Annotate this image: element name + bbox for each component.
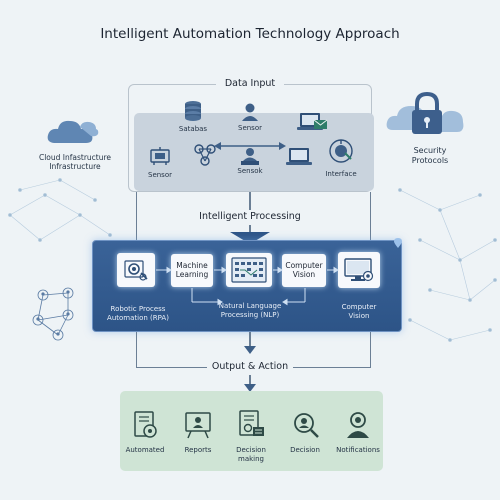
rpa-label-1: Robotic Process [110,305,166,313]
connector-processing-output [249,332,251,350]
sensor-person-icon [242,103,258,121]
connector-out-left-vertical [136,332,137,368]
cloud-icon [47,120,99,143]
connector-out-right-vertical [370,332,371,368]
nlp-grid-icon [231,257,267,283]
sensor-left-label: Sensor [148,171,172,179]
decision-search-icon [294,413,319,438]
database-icon [185,101,201,121]
cv-label-2: Vision [348,312,370,320]
sensok-user-icon [241,148,259,165]
ml-label-1: Machine [176,260,208,270]
nlp-label-1: Natural Language [218,302,282,310]
output-panel [120,391,383,471]
cv-label-1: Computer [341,303,377,311]
interface-icon [329,139,353,163]
nlp-label-2: Processing (NLP) [220,311,280,319]
location-pin-icon [394,238,402,248]
page-title: Intelligent Automation Technology Approa… [100,26,400,42]
arrow-down-small-icon [244,346,256,354]
cloud-label-2: Infrastructure [49,162,101,171]
rpa-label-2: Automation (RPA) [107,314,169,322]
reports-label: Reports [184,446,212,454]
arrow-down-icon [230,232,270,244]
decision-making-label-2: making [238,455,264,463]
laptop-mail-icon [297,113,328,130]
security-label-1: Security [413,146,447,155]
connector-right-vertical [370,192,371,240]
notifications-user-icon [347,412,369,438]
machine-learning-card: Machine Learning [171,254,213,287]
data-input-label: Data Input [216,78,284,89]
security-lock-icon [386,91,464,134]
nlp-card [226,253,272,287]
processing-flow-arrows [156,266,339,306]
monitor-eye-icon [344,258,374,282]
connector-out-right-horizontal [290,367,371,368]
arrow-down-output-icon [244,384,256,392]
decision-label: Decision [290,446,320,454]
connector-left-vertical [136,192,137,240]
cv-card-label-2: Vision [292,269,316,279]
cv-card-label-1: Computer [285,260,323,270]
computer-vision-monitor-card [338,252,380,288]
connector-output-panel [249,375,251,387]
sensor-top-label: Sensor [238,124,262,132]
automated-doc-icon [134,411,157,438]
reports-board-icon [185,412,211,439]
sensor-device-icon [150,147,170,165]
double-arrow-icon [214,142,286,150]
connector-input-processing [249,192,251,210]
output-label: Output & Action [207,361,293,372]
ml-label-2: Learning [175,269,209,279]
network-nodes-icon [194,144,216,166]
rpa-card [117,253,155,287]
sensok-label: Sensok [237,167,263,175]
decision-making-icon [239,410,264,436]
connector-out-left-horizontal [136,367,211,368]
people-network-icon [32,287,74,341]
notifications-label: Notifications [336,446,380,454]
computer-vision-card: Computer Vision [282,254,326,287]
security-label-2: Protocols [411,156,449,165]
rpa-gear-icon [124,260,148,281]
laptop-icon [286,148,312,165]
automated-label: Automated [125,446,165,454]
cloud-label-1: Cloud Infastructure [38,153,112,162]
processing-label: Intelligent Processing [190,211,310,222]
satabas-label: Satabas [178,125,208,133]
connector-processing-down [249,225,251,233]
interface-label: Interface [325,170,357,178]
decision-making-label-1: Decision [236,446,266,454]
